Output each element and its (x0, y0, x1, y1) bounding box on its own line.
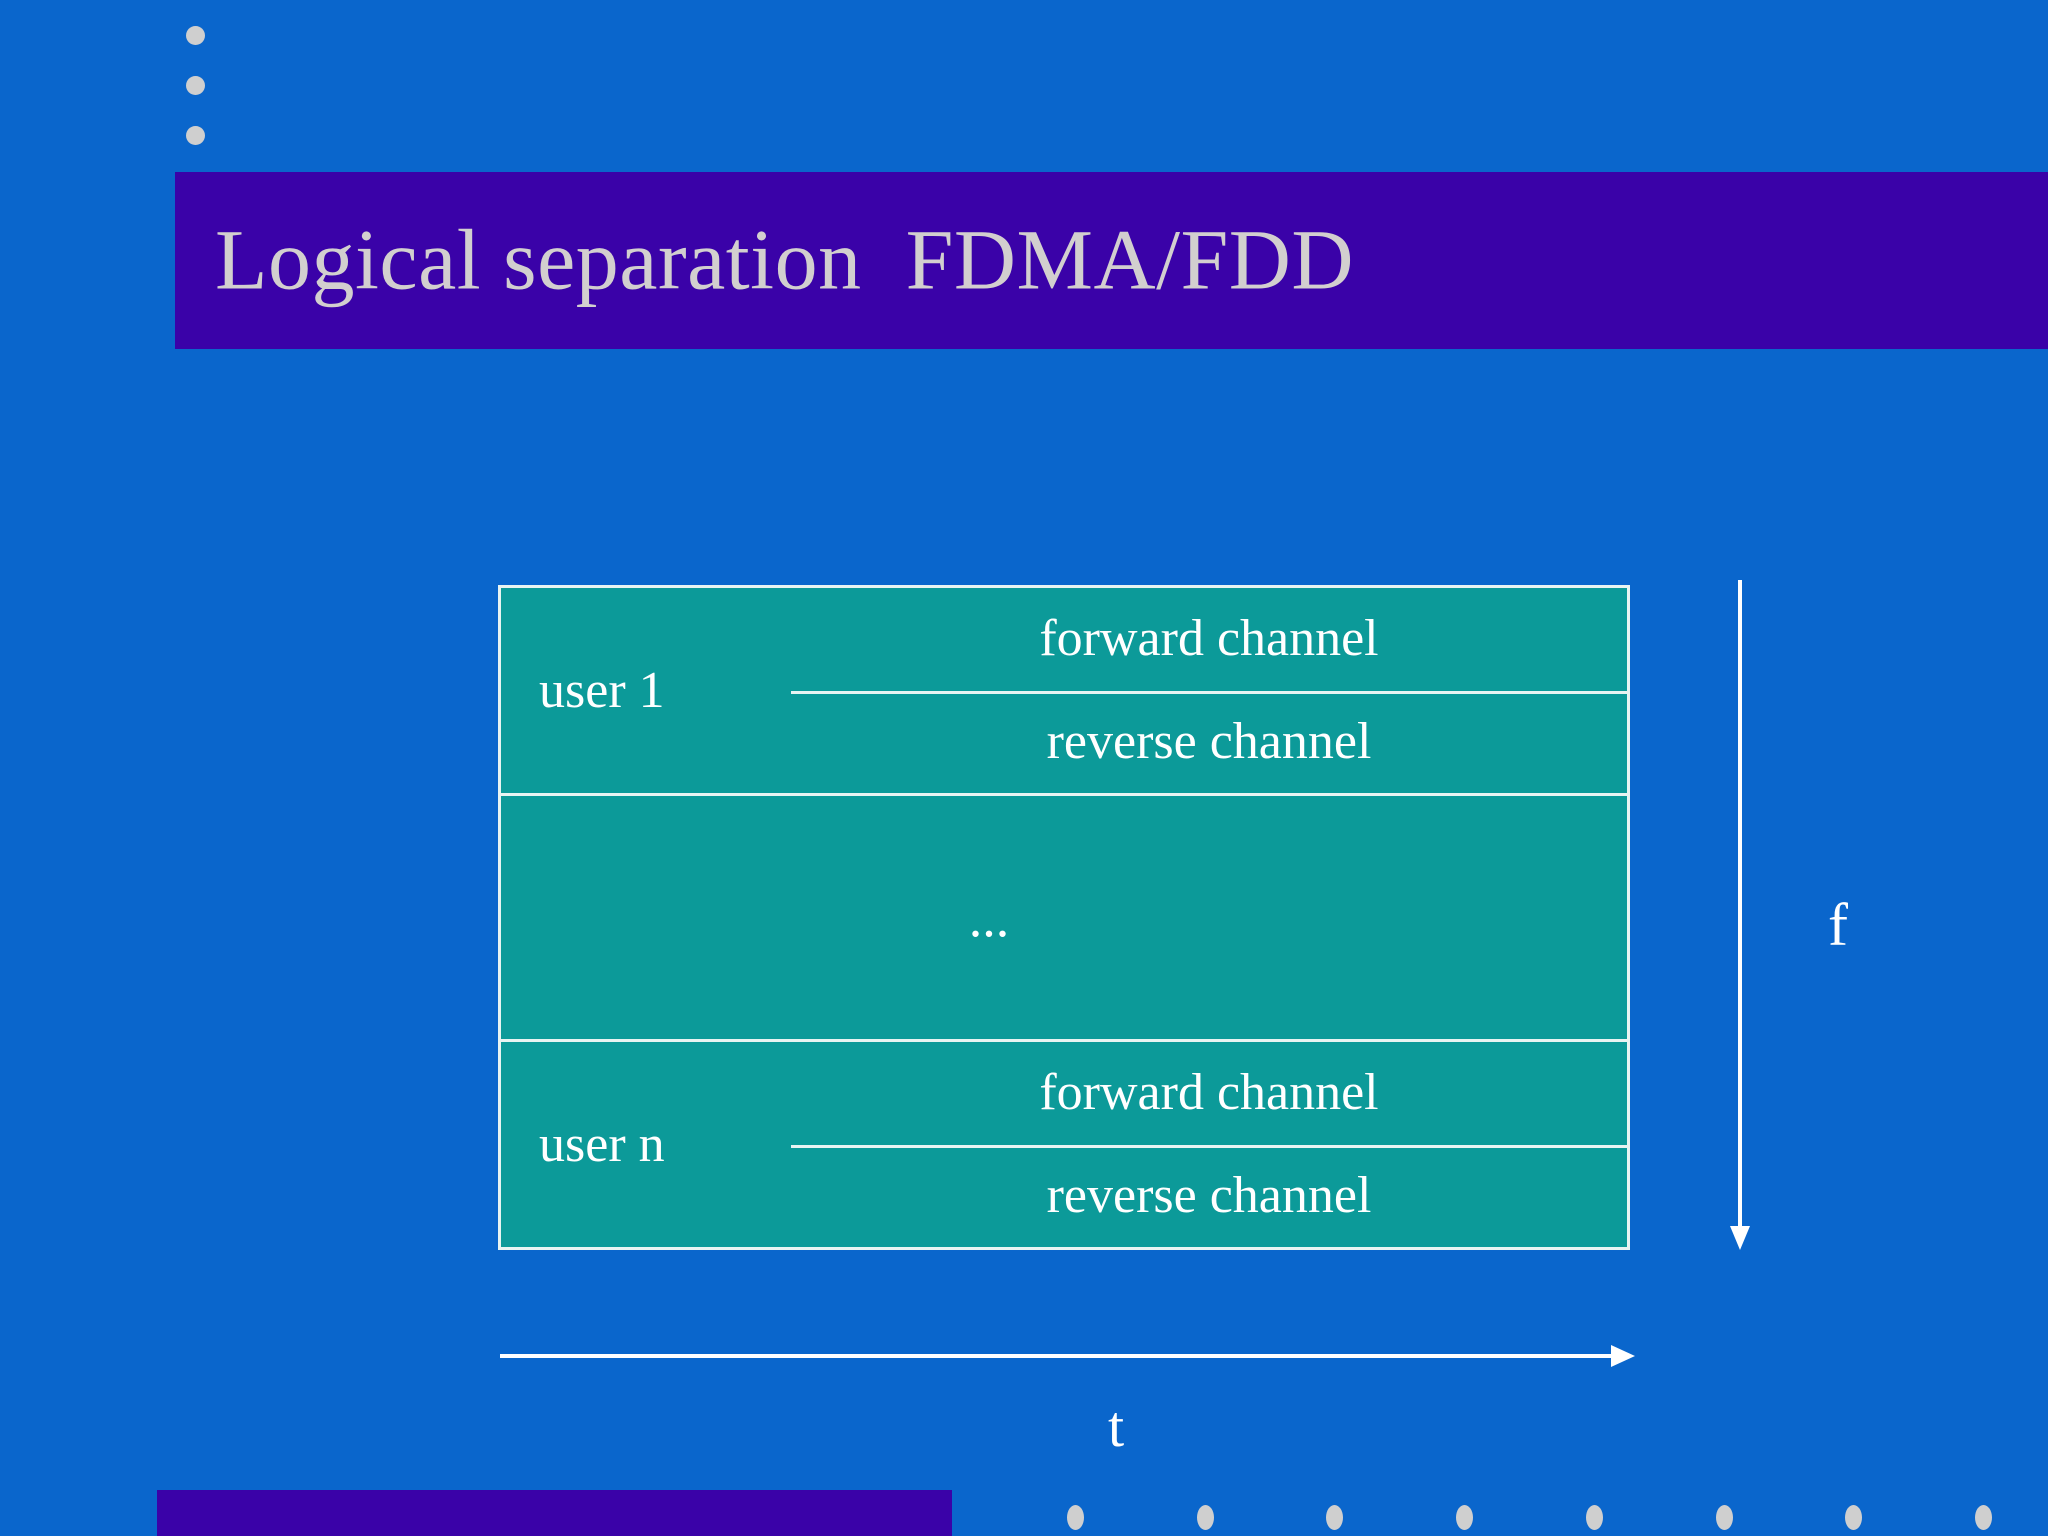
user-band-n-channels: forward channel reverse channel (791, 1042, 1627, 1247)
frequency-axis-label: f (1828, 892, 1848, 958)
time-axis-label: t (1108, 1394, 1125, 1459)
user-band-n-label: user n (539, 1115, 665, 1173)
footer-dot-icon (1196, 1505, 1214, 1530)
axis-arrowhead-icon (1611, 1345, 1635, 1367)
forward-channel-label: forward channel (1039, 1064, 1379, 1122)
ellipsis-label: ... (968, 887, 1010, 948)
user-band-1-label: user 1 (539, 661, 665, 719)
footer-dot-icon (1585, 1505, 1603, 1530)
forward-channel-label: forward channel (1039, 610, 1379, 668)
channel-divider-line (791, 690, 1627, 694)
frequency-axis-arrow-icon (1730, 580, 1770, 1250)
footer-dot-icon (1326, 1505, 1344, 1530)
user-band-1-channels: forward channel reverse channel (791, 588, 1627, 793)
footer-dot-icon (1975, 1505, 1993, 1530)
user-band-1: user 1 forward channel reverse channel (501, 588, 1627, 793)
user-band-n: user n forward channel reverse channel (501, 1042, 1627, 1247)
footer-dot-icon (1715, 1505, 1733, 1530)
footer-dot-row (1010, 1505, 2048, 1531)
footer-dot-icon (1456, 1505, 1474, 1530)
footer-dot-icon (1066, 1505, 1084, 1530)
time-axis-arrow-icon (500, 1345, 1635, 1369)
bullet-dot-icon (186, 126, 205, 145)
fdma-fdd-channel-diagram: user 1 forward channel reverse channel .… (498, 585, 1630, 1250)
axis-shaft (1738, 580, 1742, 1228)
corner-bullet-dots (186, 22, 226, 152)
channel-divider-line (791, 1144, 1627, 1148)
axis-arrowhead-icon (1730, 1226, 1750, 1250)
bullet-dot-icon (186, 26, 205, 45)
reverse-channel-label: reverse channel (1046, 1166, 1372, 1224)
slide-title: Logical separation FDMA/FDD (215, 210, 1355, 307)
bullet-dot-icon (186, 76, 205, 95)
axis-shaft (500, 1354, 1613, 1358)
title-band: Logical separation FDMA/FDD (175, 172, 2048, 349)
user-band-ellipsis: ... (501, 793, 1627, 1042)
reverse-channel-label: reverse channel (1046, 712, 1372, 770)
footer-accent-bar (157, 1490, 952, 1536)
footer-dot-icon (1845, 1505, 1863, 1530)
